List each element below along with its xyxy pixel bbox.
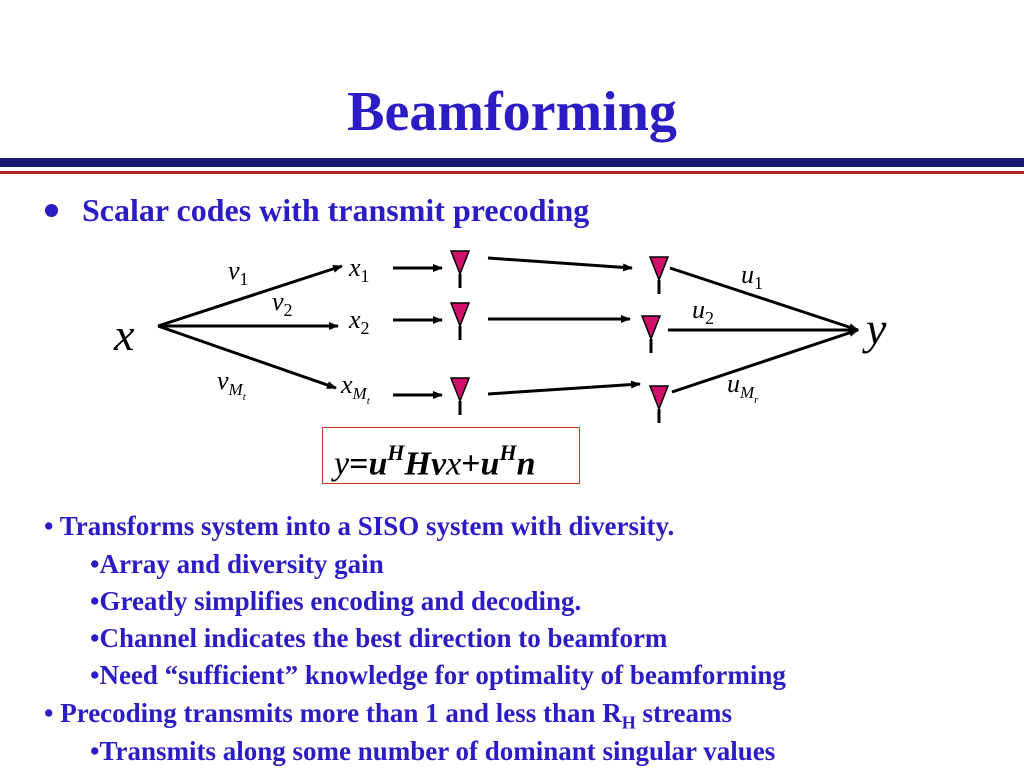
point-text: Greatly simplifies encoding and decoding…: [99, 586, 582, 616]
main-bullet-text: Scalar codes with transmit precoding: [82, 192, 590, 228]
sub-point-5: •Transmits along some number of dominant…: [90, 733, 775, 769]
tx-antenna-1-icon: [449, 250, 471, 288]
point-2: • Precoding transmits more than 1 and le…: [44, 695, 732, 740]
input-symbol-x: x: [113, 309, 135, 360]
bullet-marker: •: [90, 623, 100, 653]
tx-antenna-3-icon: [449, 377, 471, 415]
rx-weight-u1: u1: [741, 260, 763, 293]
point-text: Channel indicates the best direction to …: [99, 623, 668, 653]
point-1: • Transforms system into a SISO system w…: [44, 508, 674, 544]
tx-weight-v1: v1: [228, 256, 249, 289]
rx-antenna-3-icon: [648, 385, 670, 423]
bullet-marker: •: [90, 736, 100, 766]
tx-antenna-2-icon: [449, 302, 471, 340]
arrows: [157, 256, 859, 399]
arrow-rx3-to-y: [671, 328, 859, 394]
rx-antenna-1-icon: [648, 256, 670, 294]
tx-signal-x2: x2: [348, 305, 370, 338]
sub-point-4: •Need “sufficient” knowledge for optimal…: [90, 657, 786, 693]
bullet-marker: •: [90, 586, 100, 616]
rx-weight-umr: uMr: [727, 369, 759, 406]
bullet-marker: •: [44, 698, 54, 728]
bullet-marker: •: [90, 660, 100, 690]
arrow-tx1-to-rx1: [487, 256, 633, 272]
sub-point-3: •Channel indicates the best direction to…: [90, 620, 667, 656]
point-text: Transmits along some number of dominant …: [99, 736, 776, 766]
point-text: Precoding transmits more than 1 and less…: [60, 698, 622, 728]
arrow-x-to-x1: [157, 264, 343, 328]
sub-point-1: •Array and diversity gain: [90, 546, 384, 582]
sub-point-2: •Greatly simplifies encoding and decodin…: [90, 583, 581, 619]
equation-box: y=uHHvx+uHn: [322, 427, 580, 484]
point-text: Transforms system into a SISO system wit…: [59, 511, 675, 541]
point-subscript: H: [621, 712, 636, 733]
main-bullet: Scalar codes with transmit precoding: [45, 188, 589, 232]
point-text: Array and diversity gain: [99, 549, 384, 579]
rx-weight-u2: u2: [692, 295, 714, 328]
bullet-marker: •: [90, 549, 100, 579]
point-tail: streams: [635, 698, 732, 728]
point-text: Need “sufficient” knowledge for optimali…: [99, 660, 786, 690]
arrow-rx1-to-y: [669, 266, 859, 332]
bullet-marker: •: [44, 511, 54, 541]
tx-weight-vmt: vMt: [217, 366, 247, 403]
slide-title: Beamforming: [347, 81, 677, 143]
tx-weight-v2: v2: [272, 287, 293, 320]
rx-antenna-2-icon: [640, 315, 662, 353]
title-rule-red: [0, 171, 1024, 174]
tx-signal-xmt: xMt: [340, 370, 371, 407]
output-symbol-y: y: [862, 303, 887, 354]
bullet-dot-icon: [45, 203, 58, 217]
title-rule-navy: [0, 158, 1024, 167]
tx-signal-x1: x1: [348, 253, 370, 286]
arrow-x-to-xmt: [157, 324, 337, 390]
arrow-tx3-to-rx3: [487, 380, 641, 396]
